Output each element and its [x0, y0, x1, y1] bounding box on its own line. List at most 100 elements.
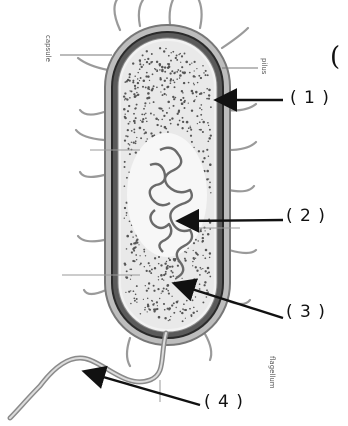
- pilus-strand: [127, 338, 130, 366]
- ribosome-dot: [181, 55, 183, 57]
- ribosome-dot: [161, 119, 163, 121]
- ribosome-dot: [191, 141, 193, 143]
- ribosome-dot: [200, 267, 202, 269]
- pilus-strand: [229, 186, 254, 191]
- ribosome-dot: [134, 260, 136, 262]
- ribosome-dot: [180, 99, 182, 101]
- ribosome-dot: [161, 293, 162, 294]
- ribosome-dot: [185, 61, 188, 64]
- ribosome-dot: [168, 320, 169, 321]
- pilus-strand: [139, 0, 146, 26]
- ribosome-dot: [143, 251, 145, 253]
- ribosome-dot: [175, 57, 177, 59]
- ribosome-dot: [158, 279, 159, 280]
- ribosome-dot: [199, 107, 201, 109]
- ribosome-dot: [124, 207, 126, 209]
- ribosome-dot: [124, 99, 125, 100]
- ribosome-dot: [125, 135, 127, 137]
- ribosome-dot: [128, 143, 130, 145]
- ribosome-dot: [139, 127, 142, 130]
- ribosome-dot: [134, 85, 136, 87]
- ribosome-dot: [182, 97, 184, 99]
- ribosome-dot: [169, 259, 171, 261]
- ribosome-dot: [169, 119, 171, 121]
- ribosome-dot: [202, 268, 203, 269]
- ribosome-dot: [167, 284, 170, 287]
- ribosome-dot: [129, 121, 130, 122]
- ribosome-dot: [164, 309, 166, 311]
- ribosome-dot: [163, 274, 165, 276]
- pilus-strand: [229, 250, 256, 253]
- ribosome-dot: [139, 63, 141, 65]
- pilus-strand: [84, 290, 106, 294]
- ribosome-dot: [146, 72, 148, 74]
- ribosome-dot: [141, 66, 143, 68]
- ribosome-dot: [206, 289, 208, 291]
- ribosome-dot: [200, 114, 202, 116]
- ribosome-dot: [124, 92, 126, 94]
- ribosome-dot: [149, 265, 150, 266]
- ribosome-dot: [193, 100, 195, 102]
- ribosome-dot: [126, 235, 129, 238]
- ribosome-dot: [156, 124, 158, 126]
- ribosome-dot: [172, 272, 174, 274]
- ribosome-dot: [188, 127, 190, 129]
- ribosome-dot: [168, 55, 170, 57]
- ribosome-dot: [127, 129, 129, 131]
- ribosome-dot: [190, 129, 192, 131]
- ribosome-dot: [170, 78, 172, 80]
- ribosome-dot: [133, 120, 136, 123]
- ribosome-dot: [209, 129, 211, 131]
- ribosome-dot: [184, 258, 186, 260]
- ribosome-dot: [162, 110, 164, 112]
- ribosome-dot: [161, 108, 163, 110]
- ribosome-dot: [147, 305, 150, 308]
- ribosome-dot: [144, 105, 146, 107]
- ribosome-dot: [210, 134, 212, 136]
- ribosome-dot: [124, 81, 126, 83]
- ribosome-dot: [168, 66, 171, 69]
- ribosome-dot: [160, 125, 162, 127]
- ribosome-dot: [126, 215, 127, 216]
- ribosome-dot: [123, 108, 126, 111]
- ribosome-dot: [180, 70, 182, 72]
- ribosome-dot: [199, 274, 201, 276]
- ribosome-dot: [203, 72, 205, 74]
- ribosome-dot: [156, 301, 158, 303]
- ribosome-dot: [139, 255, 140, 256]
- ribosome-dot: [205, 270, 207, 272]
- flagellum: [10, 333, 166, 418]
- ribosome-dot: [182, 92, 183, 93]
- ribosome-dot: [180, 288, 182, 290]
- ribosome-dot: [184, 100, 186, 102]
- ribosome-dot: [172, 80, 174, 82]
- ribosome-dot: [182, 320, 184, 322]
- ribosome-dot: [201, 241, 203, 243]
- ribosome-dot: [188, 297, 190, 299]
- ribosome-dot: [179, 77, 181, 79]
- ribosome-dot: [199, 129, 200, 130]
- ribosome-dot: [128, 171, 129, 172]
- ribosome-dot: [171, 304, 173, 306]
- ribosome-dot: [147, 92, 150, 95]
- ribosome-dot: [209, 182, 211, 184]
- ribosome-dot: [127, 135, 129, 137]
- ribosome-dot: [129, 97, 131, 99]
- ribosome-dot: [144, 309, 146, 311]
- ribosome-dot: [202, 65, 204, 67]
- ribosome-dot: [170, 270, 172, 272]
- ribosome-dot: [157, 305, 158, 306]
- ribosome-dot: [129, 76, 131, 78]
- ribosome-dot: [209, 252, 211, 254]
- ribosome-dot: [207, 74, 209, 76]
- ribosome-dot: [152, 73, 154, 75]
- ribosome-dot: [169, 319, 171, 321]
- pilus-strand: [228, 142, 256, 150]
- pilus-strand: [198, 0, 202, 28]
- callout-1: ( 1 ): [290, 88, 330, 108]
- ribosome-dot: [192, 312, 194, 314]
- ribosome-dot: [134, 75, 135, 76]
- ribosome-dot: [171, 265, 173, 267]
- ribosome-dot: [161, 84, 163, 86]
- pilus-strand: [80, 110, 104, 115]
